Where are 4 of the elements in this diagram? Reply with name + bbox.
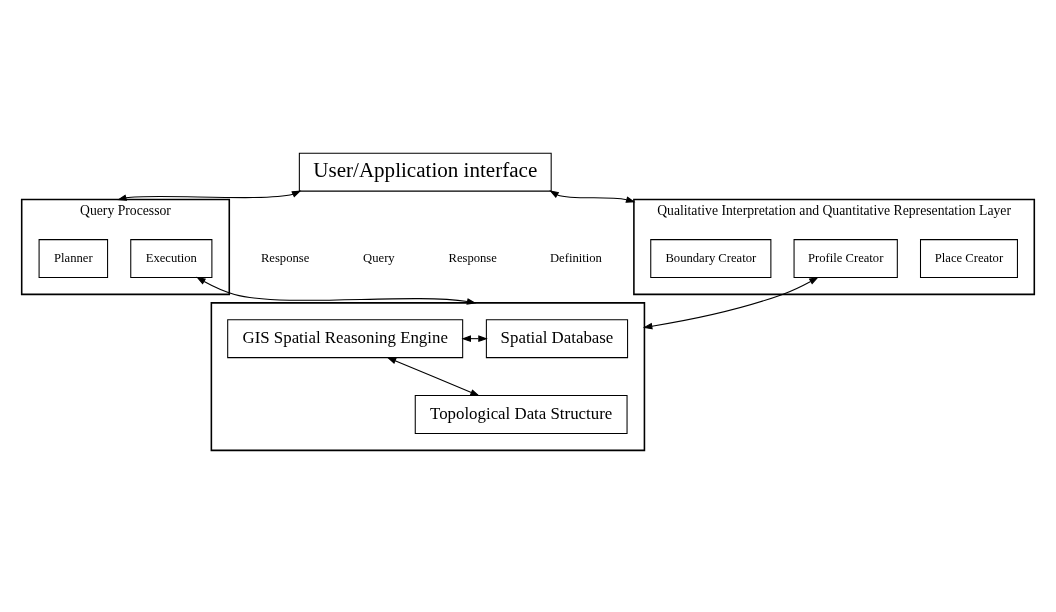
label: Query bbox=[363, 250, 395, 265]
label: Definition bbox=[549, 250, 602, 265]
label: Response bbox=[448, 250, 497, 265]
label: Response bbox=[260, 250, 310, 265]
